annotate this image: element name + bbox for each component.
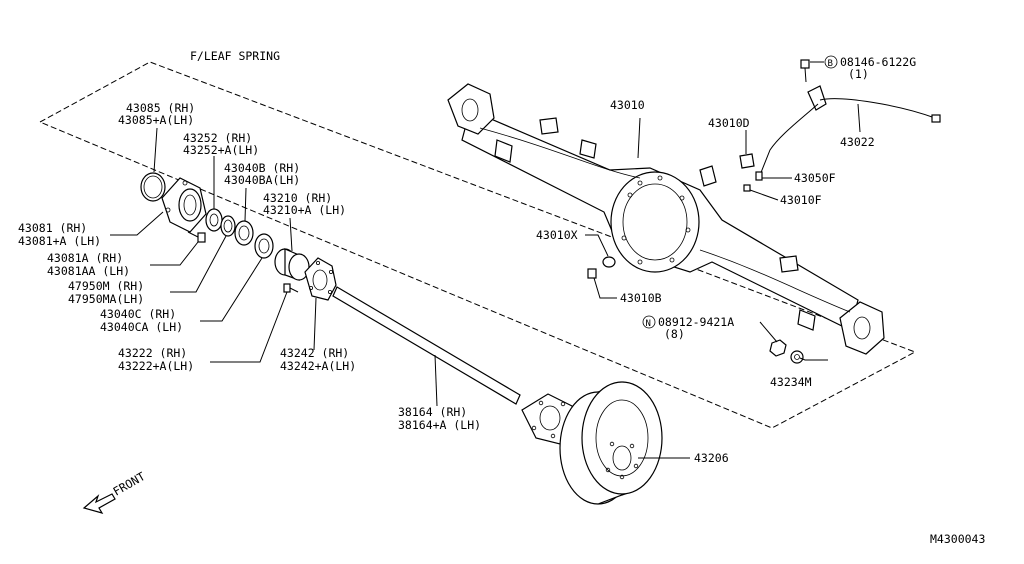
o-ring-43085 (140, 172, 166, 202)
front-label: FRONT (111, 469, 148, 498)
seal-43252-inner (209, 213, 219, 227)
bolt-part-number: 08146-6122G (840, 55, 916, 69)
breather-43010x (602, 256, 616, 268)
callout-43010b: 43010B (620, 291, 662, 305)
callout-43222-lh: 43222+A(LH) (118, 359, 194, 373)
brake-drum-43206 (559, 381, 663, 505)
callout-43085-rh: 43085 (RH) (126, 101, 195, 115)
callout-43010x: 43010X (536, 228, 578, 242)
callout-43040b-rh: 43040B (RH) (224, 161, 300, 175)
bolt-symbol: B (828, 59, 833, 69)
seal-43252 (205, 208, 223, 232)
plate-43242 (304, 257, 337, 301)
leader-lines (110, 61, 861, 459)
washer-43234m-inner (794, 354, 800, 360)
bearing-43040b-inner (238, 225, 250, 241)
callout-43022: 43022 (840, 135, 875, 149)
group-boundary (39, 61, 917, 429)
callout-43040c-rh: 43040C (RH) (100, 307, 176, 321)
callout-43040b-lh: 43040BA(LH) (224, 173, 300, 187)
nut-symbol: N (646, 319, 651, 329)
callout-43210-lh: 43210+A (LH) (263, 203, 346, 217)
bearing-43040c (254, 233, 274, 259)
callout-43252-lh: 43252+A(LH) (183, 143, 259, 157)
callout-43050f: 43050F (794, 171, 836, 185)
axle-housing-43010 (447, 83, 885, 355)
callout-43010: 43010 (610, 98, 645, 112)
callout-43040c-lh: 43040CA (LH) (100, 320, 183, 334)
connector-43050f (755, 171, 763, 181)
axle-housing-end-43081 (161, 177, 207, 233)
seal-47950m (220, 215, 236, 237)
callout-43252-rh: 43252 (RH) (183, 131, 252, 145)
callout-43010d: 43010D (708, 116, 750, 130)
o-ring-43085-inner (143, 175, 163, 199)
callout-47950m-lh: 47950MA(LH) (68, 292, 144, 306)
callout-43222-rh: 43222 (RH) (118, 346, 187, 360)
bearing-43040b (234, 220, 254, 246)
callout-43242-lh: 43242+A(LH) (280, 359, 356, 373)
callout-43210-rh: 43210 (RH) (263, 191, 332, 205)
front-arrow: FRONT (82, 469, 148, 514)
nut-quantity: (8) (664, 327, 685, 341)
bearing-43040c-inner (258, 238, 270, 254)
callout-38164-rh: 38164 (RH) (398, 405, 467, 419)
callout-47950m-rh: 47950M (RH) (68, 279, 144, 293)
collar-43210 (274, 248, 310, 281)
nut-reference: N 08912-9421A (8) (642, 315, 734, 341)
bolt-43081a (187, 231, 206, 243)
callout-43081-rh: 43081 (RH) (18, 221, 87, 235)
callout-labels: 43085 (RH) 43085+A(LH) 43252 (RH) 43252+… (18, 98, 875, 465)
bolt-reference: B 08146-6122G (1) (824, 55, 916, 81)
diagram-code: M4300043 (930, 532, 985, 546)
plug-43010d (739, 153, 755, 169)
callout-43085-lh: 43085+A(LH) (118, 113, 194, 127)
callout-43206: 43206 (694, 451, 729, 465)
bolt-quantity: (1) (848, 67, 869, 81)
front-arrow-icon (82, 493, 116, 514)
washer-43234m (790, 350, 804, 364)
callout-43242-rh: 43242 (RH) (280, 346, 349, 360)
nut-part-number: 08912-9421A (658, 315, 734, 329)
callout-43081-lh: 43081+A (LH) (18, 234, 101, 248)
callout-43010f: 43010F (780, 193, 822, 207)
section-label: F/LEAF SPRING (190, 49, 280, 63)
connector-43010f (743, 184, 751, 192)
drain-plug-43010b (587, 268, 597, 279)
callout-43234m: 43234M (770, 375, 812, 389)
callout-43081a-rh: 43081A (RH) (47, 251, 123, 265)
callout-38164-lh: 38164+A (LH) (398, 418, 481, 432)
vent-hose-43022 (759, 59, 941, 176)
nut-08912 (769, 339, 787, 357)
callout-43081a-lh: 43081AA (LH) (47, 264, 130, 278)
bolt-43222 (283, 283, 299, 293)
seal-47950m-inner (223, 219, 233, 233)
